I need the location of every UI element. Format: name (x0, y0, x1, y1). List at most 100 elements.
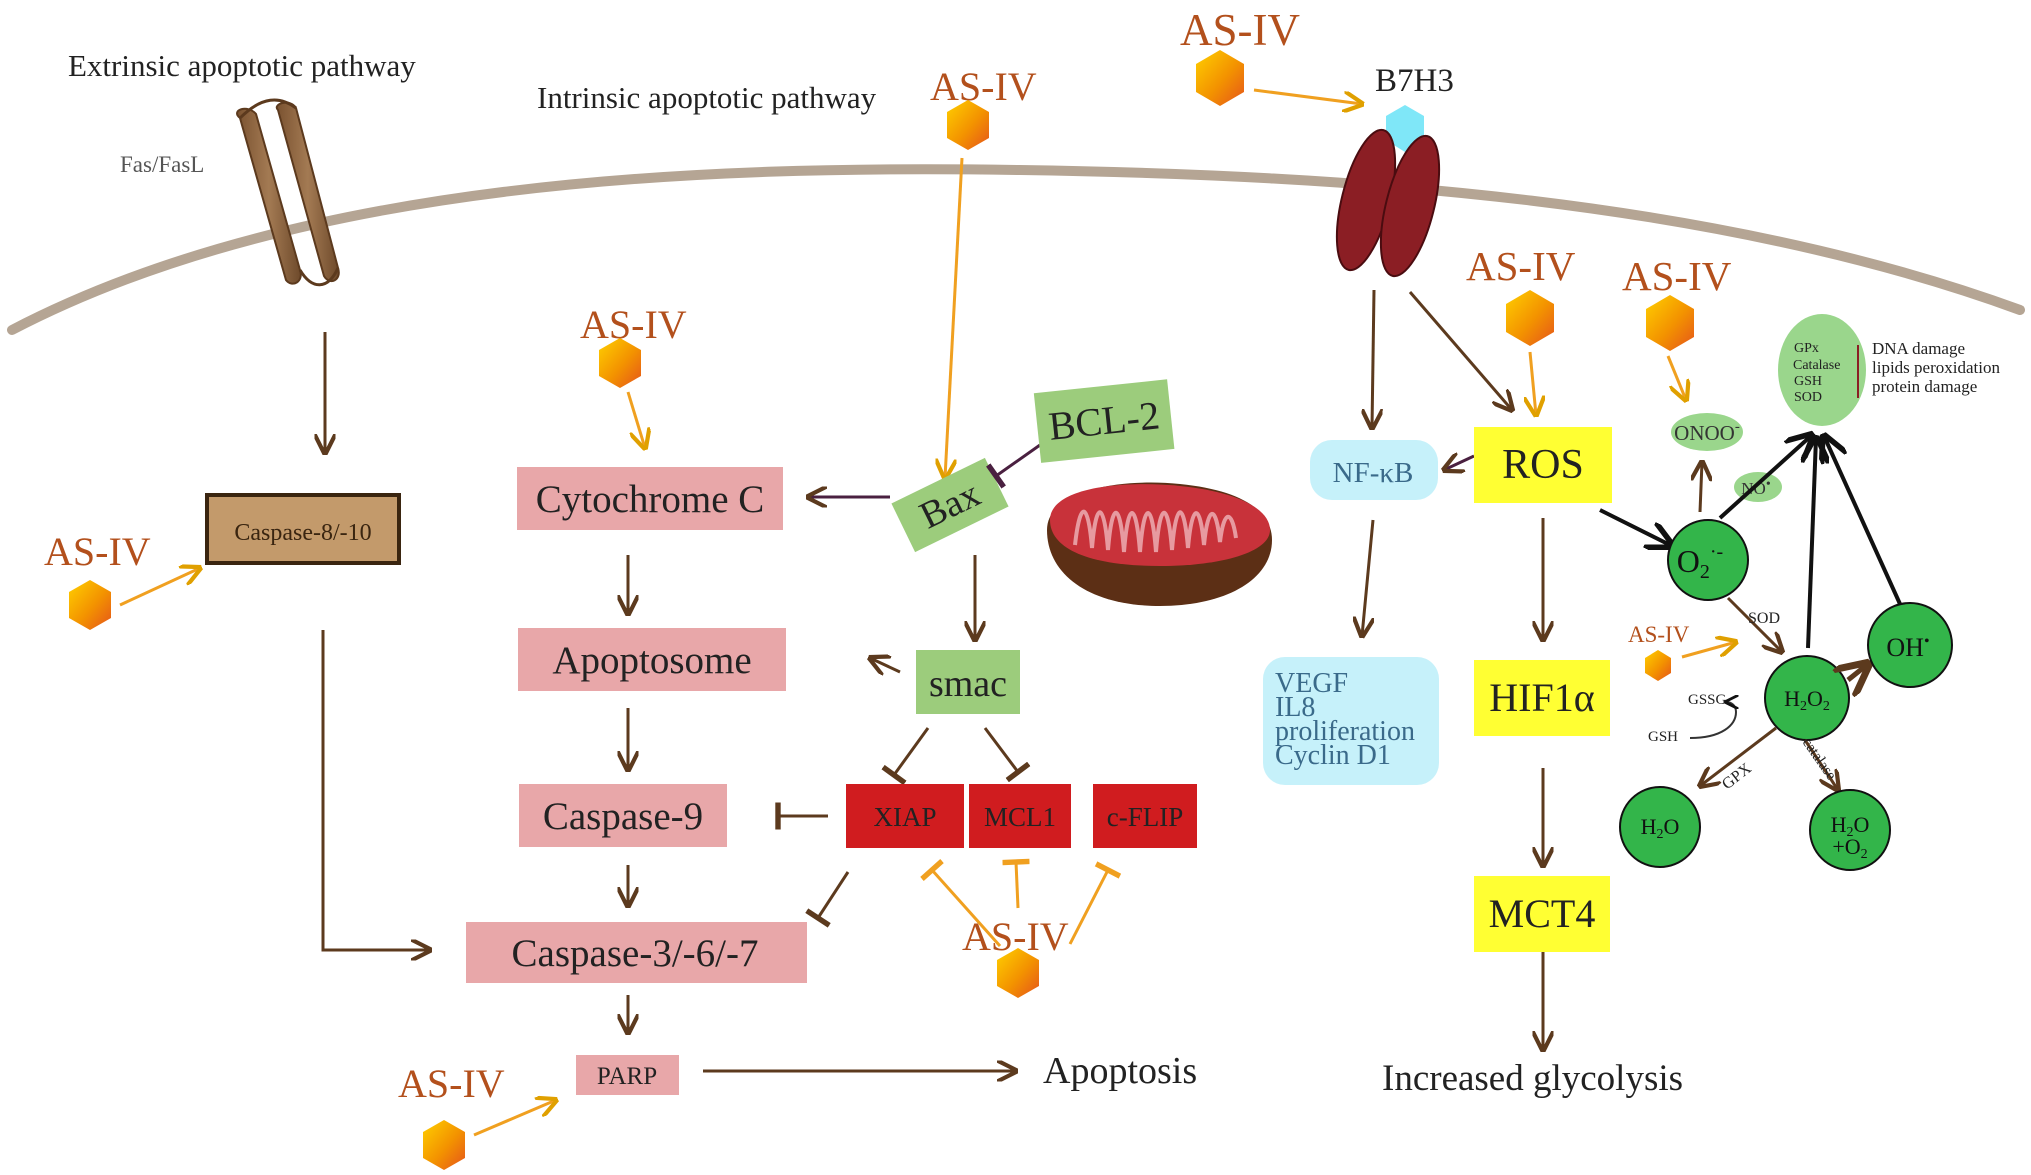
hydroxyl-node: OH• (1867, 602, 1953, 688)
cytochrome-c-box: Cytochrome C (517, 467, 783, 530)
arrow-h2o2-to-damage (1808, 438, 1816, 649)
bax-box: Bax (891, 457, 1009, 553)
caspase3-box: Caspase-3/-6/-7 (466, 922, 807, 983)
nfkb-label: NF-κB (1333, 457, 1414, 489)
as-iv-hexagon-icon (1506, 290, 1554, 346)
hydroxyl-label: OH• (1886, 633, 1929, 662)
onoo-node: ONOO- (1671, 413, 1743, 451)
as-iv-h2o2: AS-IV (1628, 622, 1736, 681)
caspase3-label: Caspase-3/-6/-7 (512, 932, 759, 975)
cytochrome-c-label: Cytochrome C (536, 478, 765, 521)
as-iv-hexagon-icon (69, 580, 111, 630)
antioxidant-item: SOD (1794, 390, 1822, 405)
as-iv-label: AS-IV (44, 529, 151, 574)
as-iv-label: AS-IV (1628, 622, 1690, 647)
apoptosome-box: Apoptosome (518, 628, 786, 691)
water-o: O (1664, 814, 1680, 839)
smac-label: smac (929, 663, 1007, 705)
h2o2-h: H (1784, 686, 1800, 711)
mcl1-box: MCL1 (969, 784, 1071, 848)
as-iv-label: AS-IV (580, 302, 687, 347)
arrow-h2o2-to-oh (1848, 664, 1868, 680)
water-label: H2O (1641, 814, 1680, 842)
nfkb-target-item: VEGF (1275, 668, 1348, 699)
damage-item: lipids peroxidation (1872, 358, 2000, 377)
as-iv-bottom-inhibitors: AS-IV (920, 858, 1122, 998)
inhibit-xiap-to-caspase3 (805, 871, 850, 928)
damage-item: protein damage (1872, 377, 1977, 396)
b7h3-receptor-icon (1335, 105, 1441, 278)
damage-item: DNA damage (1872, 339, 1965, 358)
water-oxygen-node: H2O +O2 (1809, 789, 1891, 871)
arrow-nfkb-to-targets (1362, 519, 1375, 636)
as-iv-hexagon-icon (599, 338, 641, 388)
xiap-box: XIAP (846, 784, 964, 848)
water-oxygen-line2: +O2 (1832, 834, 1867, 862)
arrow-h2o2-to-h2o (1700, 726, 1777, 786)
antioxidant-item: GSH (1794, 374, 1822, 389)
h2o2-label: H2O2 (1784, 686, 1830, 714)
parp-label: PARP (597, 1063, 657, 1090)
arrow-b7h3-to-ros (1408, 291, 1512, 410)
caspase8-box: Caspase-8/-10 (205, 493, 401, 565)
as-iv-extrinsic: AS-IV (44, 529, 200, 630)
caspase8-label: Caspase-8/-10 (234, 520, 371, 546)
arrow-caspase8-to-caspase3 (321, 630, 430, 950)
nfkb-target-item: Cyclin D1 (1275, 740, 1391, 771)
water-line1-o: O (1854, 812, 1870, 837)
fas-fasl-label: Fas/FasL (120, 152, 204, 177)
mct4-box: MCT4 (1474, 876, 1610, 952)
as-iv-parp: AS-IV (398, 1061, 556, 1170)
water-line1-h: H (1831, 812, 1847, 837)
as-iv-ros: AS-IV (1466, 243, 1576, 415)
water-oxygen-line1: H2O (1831, 812, 1870, 840)
nfkb-targets-box: VEGF IL8 proliferation Cyclin D1 (1263, 657, 1439, 785)
intrinsic-title: Intrinsic apoptotic pathway (537, 80, 877, 115)
water-h: H (1641, 814, 1657, 839)
gsh-gssg-cycle-arrow (1689, 702, 1736, 739)
antioxidants-node: GPx Catalase GSH SOD (1778, 314, 1866, 426)
superoxide-sub: 2 (1700, 561, 1710, 583)
as-iv-label: AS-IV (1622, 253, 1732, 299)
h2o2-sub1: 2 (1800, 699, 1807, 714)
as-iv-cytochrome: AS-IV (580, 302, 687, 448)
water-sub: 2 (1657, 827, 1664, 842)
superoxide-node: O2·- (1667, 519, 1749, 601)
sod-label: SOD (1748, 610, 1780, 627)
smac-box: smac (916, 650, 1020, 714)
water-line2-sub: 2 (1861, 847, 1868, 862)
inhibit-smac-to-xiap (881, 727, 930, 786)
gssg-label: GSSG (1688, 692, 1727, 708)
as-iv-label: AS-IV (930, 64, 1037, 109)
hif-box: HIF1α (1474, 660, 1610, 736)
as-iv-hexagon-icon (997, 948, 1039, 998)
as-iv-hexagon-icon (1646, 295, 1694, 351)
as-iv-label: AS-IV (398, 1061, 505, 1106)
mitochondrion-icon (1047, 482, 1272, 606)
arrow-b7h3-to-nfkb (1372, 289, 1374, 428)
as-iv-hexagon-icon (1196, 50, 1244, 106)
as-iv-hexagon-icon (947, 100, 989, 150)
mcl1-label: MCL1 (984, 802, 1056, 832)
as-iv-label: AS-IV (1180, 5, 1300, 55)
catalase-label: catalase (1799, 735, 1840, 783)
nfkb-box: NF-κB (1310, 440, 1438, 500)
as-iv-hexagon-icon (423, 1120, 465, 1170)
cflip-label: c-FLIP (1107, 802, 1184, 832)
gpx-label: GPX (1719, 760, 1755, 793)
glycolysis-label: Increased glycolysis (1382, 1058, 1683, 1099)
fas-receptor-icon (236, 98, 340, 287)
xiap-label: XIAP (873, 802, 936, 832)
mct4-label: MCT4 (1489, 891, 1596, 936)
arrow-as-iv-to-bax (945, 157, 964, 478)
apoptosis-label: Apoptosis (1043, 1050, 1197, 1092)
arrow-superoxide-to-damage (1718, 435, 1812, 520)
arrow-h2o2-to-h2o-o2 (1803, 739, 1838, 790)
h2o2-node: H2O2 (1764, 655, 1850, 741)
superoxide-sup: ·- (1710, 541, 1723, 563)
caspase9-box: Caspase-9 (519, 784, 727, 847)
inhibit-bcl2-to-bax (986, 443, 1041, 489)
antioxidant-item: GPx (1794, 341, 1819, 356)
arrow-ros-to-superoxide (1599, 508, 1672, 546)
